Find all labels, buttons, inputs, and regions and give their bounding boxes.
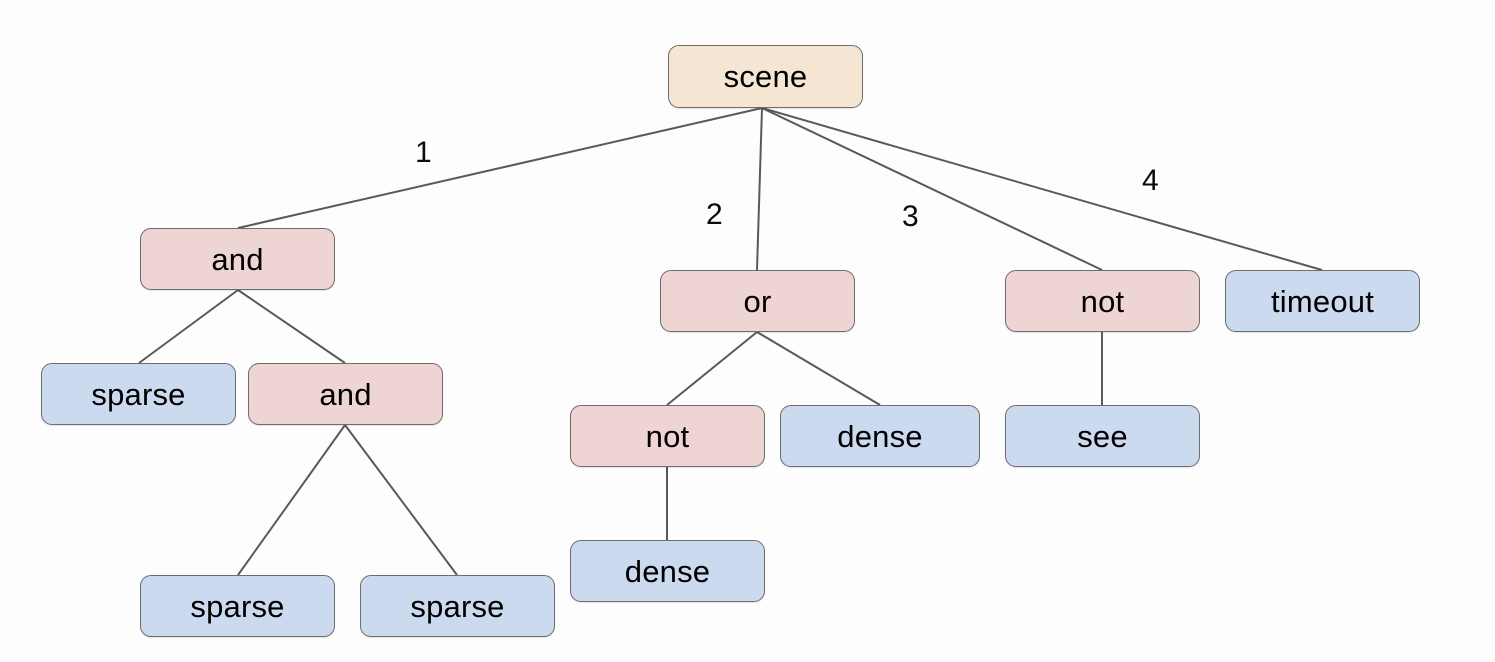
tree-node-label: sparse [91, 376, 186, 412]
tree-node-sparse[interactable]: sparse [360, 575, 555, 637]
edge-label: 3 [902, 200, 919, 233]
tree-node-label: dense [837, 418, 923, 454]
tree-node-or[interactable]: or [660, 270, 855, 332]
tree-node-dense[interactable]: dense [570, 540, 765, 602]
tree-edge [756, 331, 881, 406]
tree-node-label: sparse [410, 588, 505, 624]
tree-node-not[interactable]: not [1005, 270, 1200, 332]
tree-node-label: not [1080, 283, 1125, 319]
tree-node-label: see [1077, 418, 1128, 454]
tree-node-sparse[interactable]: sparse [41, 363, 236, 425]
tree-node-sparse[interactable]: sparse [140, 575, 335, 637]
tree-node-and[interactable]: and [248, 363, 443, 425]
tree-node-label: or [743, 283, 772, 319]
tree-node-timeout[interactable]: timeout [1225, 270, 1420, 332]
tree-edge [344, 424, 458, 576]
tree-node-label: sparse [190, 588, 285, 624]
tree-edge [138, 289, 239, 364]
tree-edge [237, 289, 346, 364]
tree-node-label: scene [723, 59, 808, 94]
edge-label: 2 [706, 198, 723, 231]
tree-node-scene[interactable]: scene [668, 45, 863, 108]
tree-node-see[interactable]: see [1005, 405, 1200, 467]
tree-node-label: and [319, 376, 372, 412]
tree-edge [761, 107, 1323, 271]
tree-node-not[interactable]: not [570, 405, 765, 467]
tree-edge [237, 424, 346, 576]
tree-edge [237, 107, 763, 229]
tree-node-label: and [211, 241, 264, 277]
tree-node-label: dense [624, 553, 711, 589]
tree-node-label: timeout [1270, 283, 1375, 319]
edge-label: 4 [1142, 164, 1159, 197]
tree-edge [756, 107, 763, 271]
tree-edge [666, 331, 758, 406]
tree-edge [761, 107, 1103, 271]
tree-node-and[interactable]: and [140, 228, 335, 290]
tree-node-label: not [645, 418, 690, 454]
tree-node-dense[interactable]: dense [780, 405, 980, 467]
edge-label: 1 [415, 136, 432, 169]
